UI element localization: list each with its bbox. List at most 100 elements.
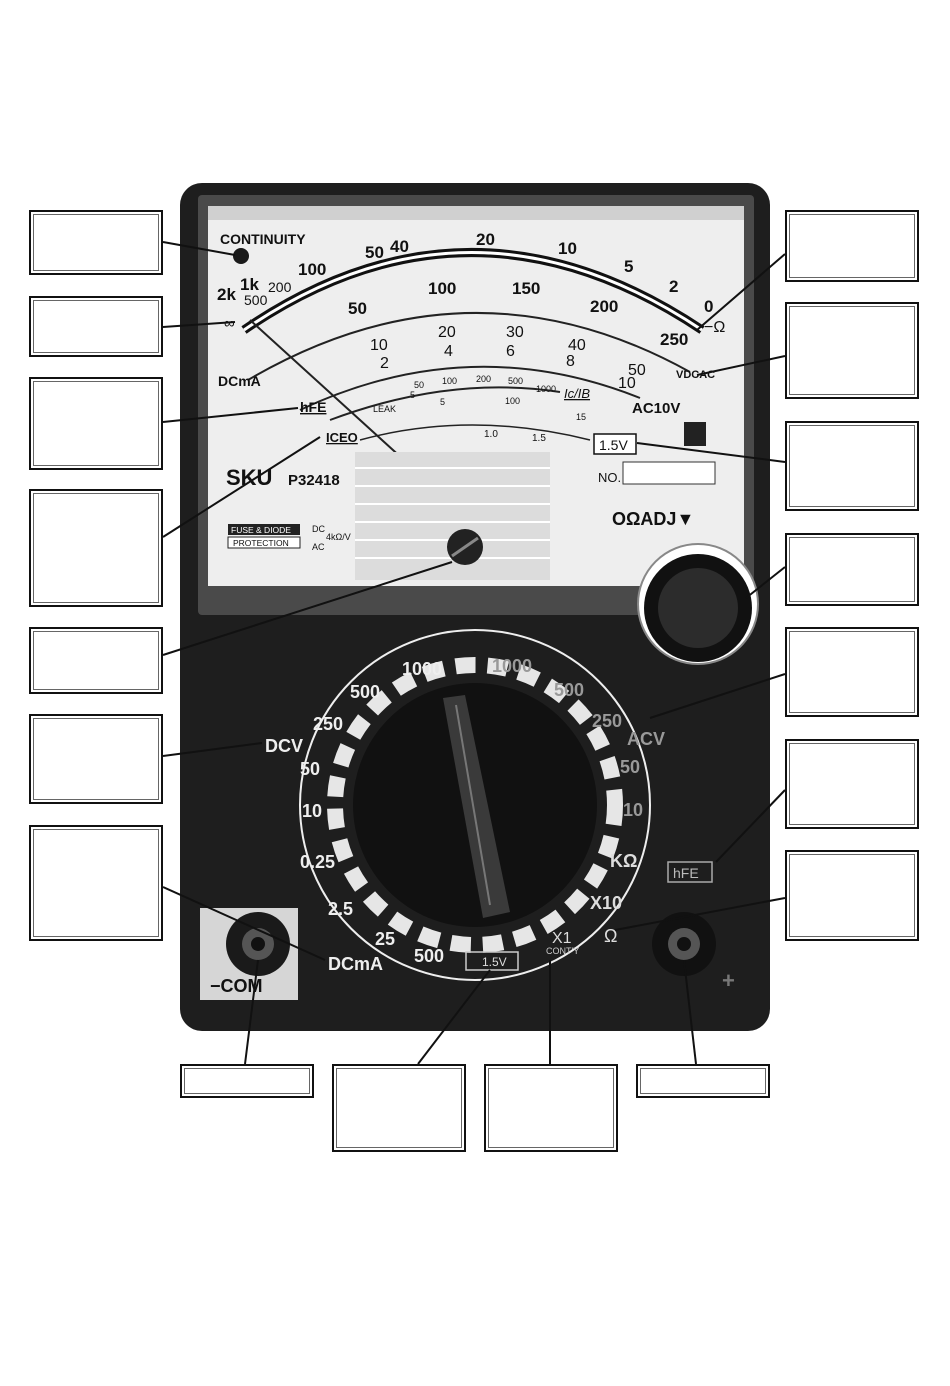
ohm-scale-label: 0 [704, 297, 713, 316]
sensitivity-ac: AC [312, 542, 325, 552]
callout-box [332, 1064, 466, 1152]
hfe-scale-value: 50 [414, 380, 424, 390]
dc-scale-label: 150 [512, 279, 540, 298]
dial-outer-ring [299, 629, 651, 981]
x10-label: X10 [590, 893, 622, 913]
ac-scale-label: 8 [566, 353, 575, 370]
acv-range-label: 1000 [492, 656, 532, 676]
callout-box [29, 714, 163, 804]
continuity-label: CONTINUITY [220, 231, 306, 247]
hfe-scale-value: 200 [476, 374, 491, 384]
serial-no-field [622, 461, 716, 485]
dc-scale-arc [247, 311, 691, 381]
dcv-range-label: 500 [350, 682, 380, 702]
callout-box [29, 825, 163, 941]
dcma-range-label: 500 [414, 946, 444, 966]
fuse-line1: FUSE & DIODE [231, 525, 291, 535]
hfe-scale-arc [329, 386, 561, 421]
leak-scale-value: 15 [576, 412, 586, 422]
acv-range-label: 10 [623, 800, 643, 820]
ac-scale-label: 4 [444, 343, 453, 360]
iceo-label: ICEO [326, 430, 358, 445]
battery-scale-value: 1.0 [484, 429, 498, 440]
hfe-scale-value: 500 [508, 376, 523, 386]
ic-ib-label: Ic/IB [564, 386, 590, 401]
ohm-scale-label: 5 [624, 257, 633, 276]
acv-range-label: 250 [592, 711, 622, 731]
ohm-scale-label: 200 [268, 279, 292, 295]
hfe-dial-label: hFE [673, 865, 699, 881]
callout-box [785, 533, 919, 606]
hfe-scale-value: 100 [442, 376, 457, 386]
acv-range-label: 50 [620, 757, 640, 777]
callout-box [785, 627, 919, 717]
callout-box [785, 850, 919, 941]
dcv-range-label: 10 [302, 801, 322, 821]
ohm-scale-label: 1k [240, 275, 259, 294]
battery-scale-value: 1.5 [532, 433, 546, 444]
callout-box [484, 1064, 618, 1152]
ac-scale-label: 10 [618, 375, 636, 392]
ohm-scale-label: 50 [365, 243, 384, 262]
dc-inner-label: 40 [568, 337, 586, 354]
ohm-scale-label: ∞ [224, 315, 235, 332]
leak-label: LEAK [373, 404, 396, 414]
callout-box [785, 302, 919, 399]
ohm-scale-label: 2k [217, 285, 236, 304]
ohm-symbol: −Ω [704, 319, 725, 336]
callout-box [180, 1064, 314, 1098]
ohm-adjust-label: OΩADJ▼ [612, 509, 694, 529]
dcma-range-label: 25 [375, 929, 395, 949]
callout-box [29, 377, 163, 470]
sensitivity-dc: DC [312, 524, 325, 534]
dc-scale-label: 50 [348, 299, 367, 318]
dcv-range-label: 50 [300, 759, 320, 779]
dcma-range-label: 0.25 [300, 852, 335, 872]
battery-scale-box [593, 433, 637, 455]
leak-scale-value: 5 [440, 397, 445, 407]
hfe-scale-value: 1000 [536, 384, 556, 394]
dc-scale-label: 250 [660, 330, 688, 349]
dcma-label: DCmA [328, 954, 383, 974]
fuse-line2: PROTECTION [233, 538, 289, 548]
selector-pointer [443, 695, 510, 918]
dcv-label: DCV [265, 736, 303, 756]
ohm-scale-label: 100 [298, 260, 326, 279]
callout-box [636, 1064, 770, 1098]
com-label: −COM [210, 976, 263, 996]
dc-inner-label: 50 [628, 362, 646, 379]
dc-inner-label: 20 [438, 324, 456, 341]
callout-box [785, 739, 919, 829]
ohm-scale-label: 500 [244, 292, 268, 308]
sku-number: P32418 [288, 472, 340, 489]
plus-label: + [722, 968, 735, 993]
ac-scale-label: 6 [506, 343, 515, 360]
hfe-scale-value: 5 [410, 390, 415, 400]
ohm-scale-label: 10 [558, 239, 577, 258]
vdcac-label: VDCAC [676, 369, 715, 381]
acv-label: ACV [627, 729, 665, 749]
mirror-strip [355, 452, 550, 580]
callout-box [29, 296, 163, 357]
ohm-scale-label: 40 [390, 237, 409, 256]
serial-no-label: NO. [598, 470, 621, 485]
leak-scale-value: 100 [505, 396, 520, 406]
battery-scale-arc [359, 424, 591, 441]
ac-scale-arc [299, 365, 641, 411]
dcv-range-label: 250 [313, 714, 343, 734]
battery-test-label: 1.5V [482, 955, 507, 969]
x1-label: X1 [552, 930, 572, 947]
leader-lines [162, 241, 786, 1065]
dcv-range-label: 1000 [402, 659, 442, 679]
dcma-range-label: 2.5 [328, 899, 353, 919]
kohm-label: KΩ [610, 851, 637, 871]
continuity-led [233, 248, 249, 264]
hfe-scale-label: hFE [300, 399, 326, 415]
acv-range-label: 500 [554, 680, 584, 700]
dc-inner-label: 10 [370, 337, 388, 354]
callout-box [29, 489, 163, 607]
dc-scale-label: 200 [590, 297, 618, 316]
continuity-dial-label: CONT'Y [546, 946, 579, 956]
